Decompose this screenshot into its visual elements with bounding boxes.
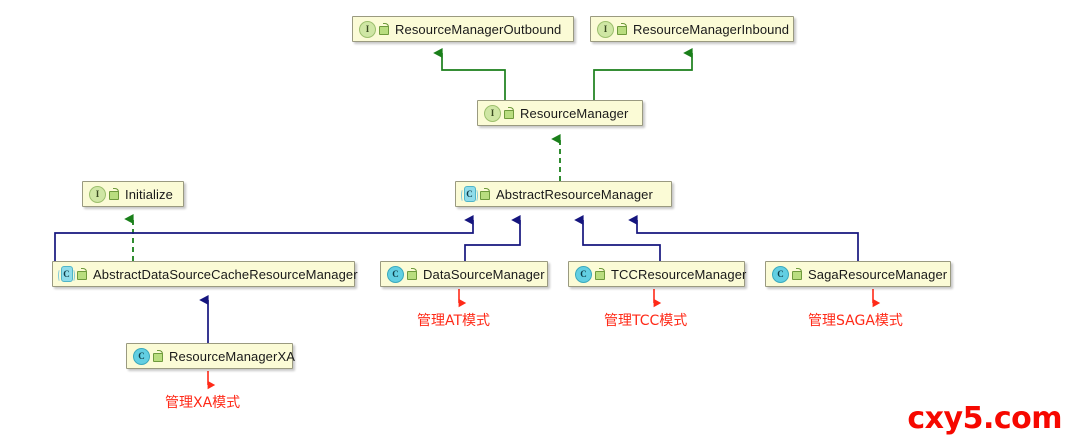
lock-icon xyxy=(595,268,605,280)
lock-icon xyxy=(617,23,627,35)
interface-icon: I xyxy=(359,20,376,38)
node-resource-manager-inbound[interactable]: I ResourceManagerInbound xyxy=(590,16,794,42)
lock-icon xyxy=(407,268,417,280)
node-abstract-datasource-cache-resource-manager[interactable]: C AbstractDataSourceCacheResourceManager xyxy=(52,261,358,287)
node-tcc-resource-manager[interactable]: C TCCResourceManager xyxy=(568,261,747,287)
node-icon-group: C xyxy=(575,265,605,283)
node-label: Initialize xyxy=(125,186,173,202)
node-resource-manager[interactable]: I ResourceManager xyxy=(477,100,643,126)
node-icon-group: I xyxy=(484,104,514,122)
node-icon-group: C xyxy=(387,265,417,283)
edge-absdscache-to-absrm xyxy=(54,215,474,261)
node-icon-group: I xyxy=(89,185,119,203)
annotation-xa-mode: 管理XA模式 xyxy=(165,395,241,411)
class-icon: C xyxy=(387,265,404,283)
lock-icon xyxy=(109,188,119,200)
node-datasource-manager[interactable]: C DataSourceManager xyxy=(380,261,548,287)
node-abstract-resource-manager[interactable]: C AbstractResourceManager xyxy=(455,181,672,207)
class-icon: C xyxy=(772,265,789,283)
lock-icon xyxy=(792,268,802,280)
lock-icon xyxy=(77,268,87,280)
class-icon: C xyxy=(575,265,592,283)
node-label: TCCResourceManager xyxy=(611,266,747,282)
node-icon-group: C xyxy=(462,186,490,202)
node-initialize[interactable]: I Initialize xyxy=(82,181,184,207)
node-saga-resource-manager[interactable]: C SagaResourceManager xyxy=(765,261,951,287)
node-label: AbstractDataSourceCacheResourceManager xyxy=(93,266,358,282)
node-icon-group: C xyxy=(133,347,163,365)
edge-rm-to-rm-inbound xyxy=(593,48,693,100)
annotation-saga-mode: 管理SAGA模式 xyxy=(808,313,903,329)
abstract-class-icon: C xyxy=(59,266,74,282)
node-label: AbstractResourceManager xyxy=(496,186,653,202)
node-icon-group: I xyxy=(359,20,389,38)
node-label: SagaResourceManager xyxy=(808,266,948,282)
edge-sagarm-to-absrm xyxy=(628,215,859,261)
interface-icon: I xyxy=(484,104,501,122)
node-label: ResourceManagerInbound xyxy=(633,21,790,37)
node-label: ResourceManager xyxy=(520,105,629,121)
node-icon-group: C xyxy=(59,266,87,282)
lock-icon xyxy=(379,23,389,35)
edge-rm-to-rm-outbound xyxy=(433,48,506,100)
interface-icon: I xyxy=(89,185,106,203)
node-resource-manager-xa[interactable]: C ResourceManagerXA xyxy=(126,343,295,369)
watermark: cxy5.com xyxy=(907,401,1062,436)
node-icon-group: I xyxy=(597,20,627,38)
node-label: DataSourceManager xyxy=(423,266,545,282)
annotation-at-mode: 管理AT模式 xyxy=(417,313,491,329)
abstract-class-icon: C xyxy=(462,186,477,202)
node-label: ResourceManagerOutbound xyxy=(395,21,562,37)
lock-icon xyxy=(504,107,514,119)
node-label: ResourceManagerXA xyxy=(169,348,295,364)
interface-icon: I xyxy=(597,20,614,38)
class-icon: C xyxy=(133,347,150,365)
edge-tccrm-to-absrm xyxy=(574,215,661,261)
node-resource-manager-outbound[interactable]: I ResourceManagerOutbound xyxy=(352,16,574,42)
annotation-tcc-mode: 管理TCC模式 xyxy=(604,313,688,329)
node-icon-group: C xyxy=(772,265,802,283)
edge-dsmanager-to-absrm xyxy=(464,215,521,261)
lock-icon xyxy=(480,188,490,200)
lock-icon xyxy=(153,350,163,362)
